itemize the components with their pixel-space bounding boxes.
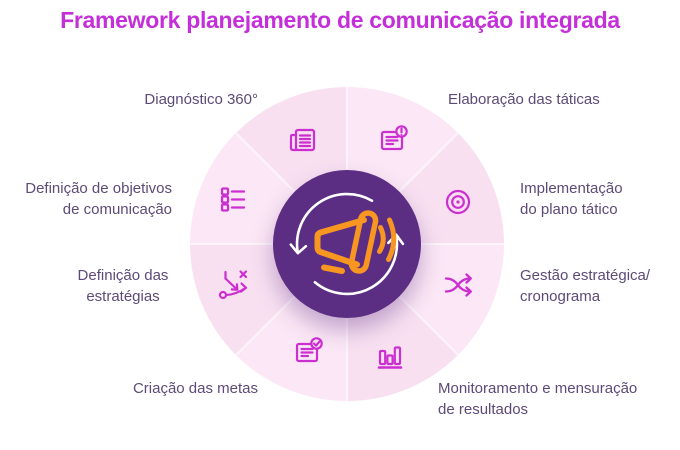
page-title: Framework planejamento de comunicação in…: [60, 7, 620, 33]
segment-label-metas: Criação das metas: [132, 380, 258, 397]
segment-label-diagnostico: Diagnóstico 360°: [144, 91, 258, 108]
shuffle-icon: [444, 273, 472, 297]
strategy-icon: [218, 270, 248, 300]
checklist-icon: [220, 187, 246, 212]
segment-label-estrategias: Definição das estratégias: [77, 267, 169, 305]
newspaper-icon: [289, 128, 316, 152]
document-alert-icon: [380, 125, 408, 151]
segment-label-gestao: Gestão estratégica/ cronograma: [520, 267, 651, 305]
segment-label-elaboracao: Elaboração das táticas: [448, 91, 600, 108]
cycle-arrows-icon: [289, 192, 405, 296]
segment-label-implementacao: Implementação do plano tático: [520, 180, 623, 218]
megaphone-icon: [314, 210, 397, 274]
megaphone-cycle-icon: [289, 192, 405, 296]
segment-label-objetivos: Definição de objetivos de comunicação: [25, 180, 172, 218]
bar-chart-icon: [377, 346, 403, 369]
target-icon: [445, 189, 471, 215]
segment-label-monitoramento: Monitoramento e mensuração de resultados: [438, 380, 638, 418]
center-circle: [273, 170, 421, 318]
document-check-icon: [295, 337, 323, 363]
